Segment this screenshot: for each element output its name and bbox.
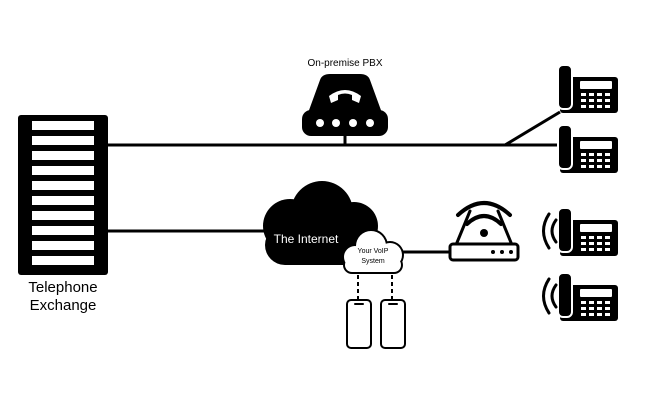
voip-label-line2: System bbox=[361, 258, 385, 265]
exchange-label-line1: Telephone bbox=[28, 279, 97, 296]
desk-phone-icon bbox=[557, 207, 618, 256]
wireless-signal-icon bbox=[542, 277, 558, 315]
wifi-router-icon bbox=[448, 201, 520, 262]
cloud-icon bbox=[263, 181, 378, 265]
voip-label-line1: Your VoIP bbox=[358, 248, 389, 255]
desk-phone-icon bbox=[557, 124, 618, 173]
internet-label: The Internet bbox=[274, 232, 339, 246]
desk-phones bbox=[557, 64, 618, 321]
telephone-exchange-icon bbox=[18, 115, 108, 275]
desk-phone-icon bbox=[557, 272, 618, 321]
smartphone-icon bbox=[346, 299, 372, 349]
wireless-signal-icon bbox=[542, 212, 558, 250]
pbx-label: On-premise PBX bbox=[307, 58, 382, 69]
smartphone-icon bbox=[380, 299, 406, 349]
voip-cloud-icon bbox=[342, 229, 404, 274]
pbx-branch-line bbox=[504, 110, 561, 147]
pbx-icon bbox=[302, 74, 388, 136]
exchange-label-line2: Exchange bbox=[30, 297, 97, 314]
desk-phone-icon bbox=[557, 64, 618, 113]
